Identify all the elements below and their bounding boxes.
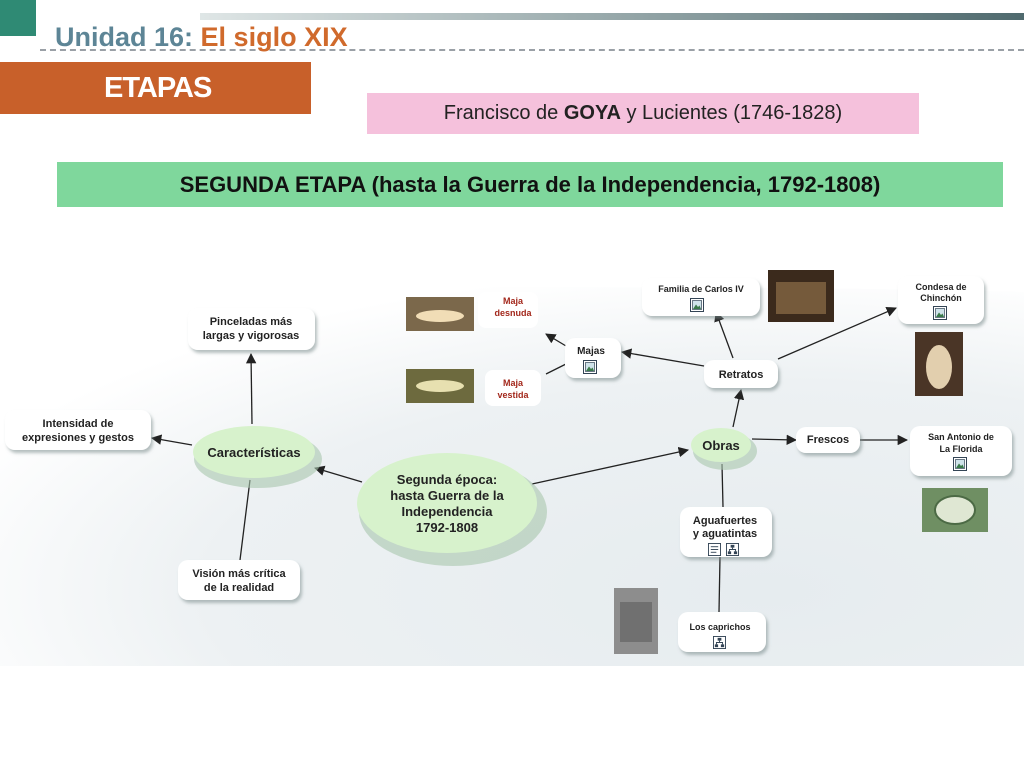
carlos-iv-node[interactable]: Familia de Carlos IV bbox=[642, 278, 760, 316]
characteristics-label: Características bbox=[207, 445, 300, 460]
etchings-line-1: Aguafuertes bbox=[693, 515, 757, 527]
image-icon[interactable] bbox=[933, 306, 947, 320]
san-antonio-line-2: La Florida bbox=[939, 444, 983, 454]
brushstrokes-node[interactable]: Pinceladas más largas y vigorosas bbox=[188, 308, 315, 350]
artist-name: GOYA bbox=[563, 102, 621, 124]
chinchon-node[interactable]: Condesa de Chinchón bbox=[898, 276, 984, 324]
document-icon[interactable] bbox=[708, 543, 721, 556]
maja-desnuda-node[interactable]: Maja desnuda bbox=[406, 292, 538, 331]
vision-line-2: de la realidad bbox=[204, 582, 274, 594]
caprichos-label: Los caprichos bbox=[689, 622, 750, 632]
image-icon[interactable] bbox=[953, 457, 967, 471]
works-label: Obras bbox=[702, 438, 740, 453]
brushstrokes-line-1: Pinceladas más bbox=[210, 316, 293, 328]
image-icon[interactable] bbox=[690, 298, 704, 312]
hierarchy-icon[interactable] bbox=[713, 636, 726, 649]
unit-title: Unidad 16: El siglo XIX bbox=[55, 22, 348, 53]
majas-node[interactable]: Majas bbox=[565, 338, 621, 378]
center-line-3: Independencia bbox=[401, 504, 493, 519]
frescoes-node[interactable]: Frescos bbox=[796, 427, 860, 453]
caprichos-node[interactable]: Los caprichos bbox=[678, 612, 766, 652]
works-node[interactable]: Obras bbox=[691, 428, 757, 470]
maja-desnuda-line-2: desnuda bbox=[494, 308, 532, 318]
center-line-4: 1792-1808 bbox=[416, 520, 478, 535]
etchings-line-2: y aguatintas bbox=[693, 528, 757, 540]
corner-accent bbox=[0, 0, 36, 36]
maja-vestida-line-2: vestida bbox=[497, 390, 529, 400]
san-antonio-node[interactable]: San Antonio de La Florida bbox=[910, 426, 1012, 476]
san-antonio-line-1: San Antonio de bbox=[928, 432, 994, 442]
concept-map: Segunda época: hasta Guerra de la Indepe… bbox=[0, 270, 1024, 666]
vision-line-1: Visión más crítica bbox=[192, 568, 286, 580]
header-divider bbox=[40, 49, 1024, 51]
maja-vestida-node[interactable]: Maja vestida bbox=[406, 369, 541, 406]
unit-topic: El siglo XIX bbox=[200, 22, 348, 52]
portraits-label: Retratos bbox=[719, 369, 764, 381]
chinchon-line-2: Chinchón bbox=[920, 293, 962, 303]
unit-label: Unidad 16: bbox=[55, 22, 194, 52]
chinchon-line-1: Condesa de bbox=[915, 282, 966, 292]
etchings-node[interactable]: Aguafuertes y aguatintas bbox=[680, 507, 772, 557]
majas-label: Majas bbox=[577, 346, 605, 357]
carlos-iv-label: Familia de Carlos IV bbox=[658, 284, 744, 294]
intensity-line-1: Intensidad de bbox=[43, 418, 114, 430]
artist-prefix: Francisco de bbox=[443, 102, 559, 124]
center-node[interactable]: Segunda época: hasta Guerra de la Indepe… bbox=[357, 453, 547, 566]
stage-title: SEGUNDA ETAPA (hasta la Guerra de la Ind… bbox=[57, 162, 1003, 207]
artist-banner: Francisco de GOYA y Lucientes (1746-1828… bbox=[367, 93, 919, 134]
portraits-node[interactable]: Retratos bbox=[704, 360, 778, 388]
section-title: ETAPAS bbox=[0, 62, 311, 114]
intensity-node[interactable]: Intensidad de expresiones y gestos bbox=[5, 410, 151, 450]
frescoes-label: Frescos bbox=[807, 434, 849, 446]
image-icon[interactable] bbox=[583, 360, 597, 374]
center-line-1: Segunda época: bbox=[397, 472, 497, 487]
center-line-2: hasta Guerra de la bbox=[390, 488, 504, 503]
top-gradient-bar bbox=[200, 13, 1024, 20]
intensity-line-2: expresiones y gestos bbox=[22, 432, 134, 444]
critical-vision-node[interactable]: Visión más crítica de la realidad bbox=[178, 560, 300, 600]
characteristics-node[interactable]: Características bbox=[193, 426, 322, 488]
maja-vestida-line-1: Maja bbox=[503, 378, 524, 388]
hierarchy-icon[interactable] bbox=[726, 543, 739, 556]
artist-suffix: y Lucientes (1746-1828) bbox=[626, 102, 843, 124]
brushstrokes-line-2: largas y vigorosas bbox=[203, 330, 300, 342]
maja-desnuda-line-1: Maja bbox=[503, 296, 524, 306]
connectors bbox=[150, 306, 909, 613]
